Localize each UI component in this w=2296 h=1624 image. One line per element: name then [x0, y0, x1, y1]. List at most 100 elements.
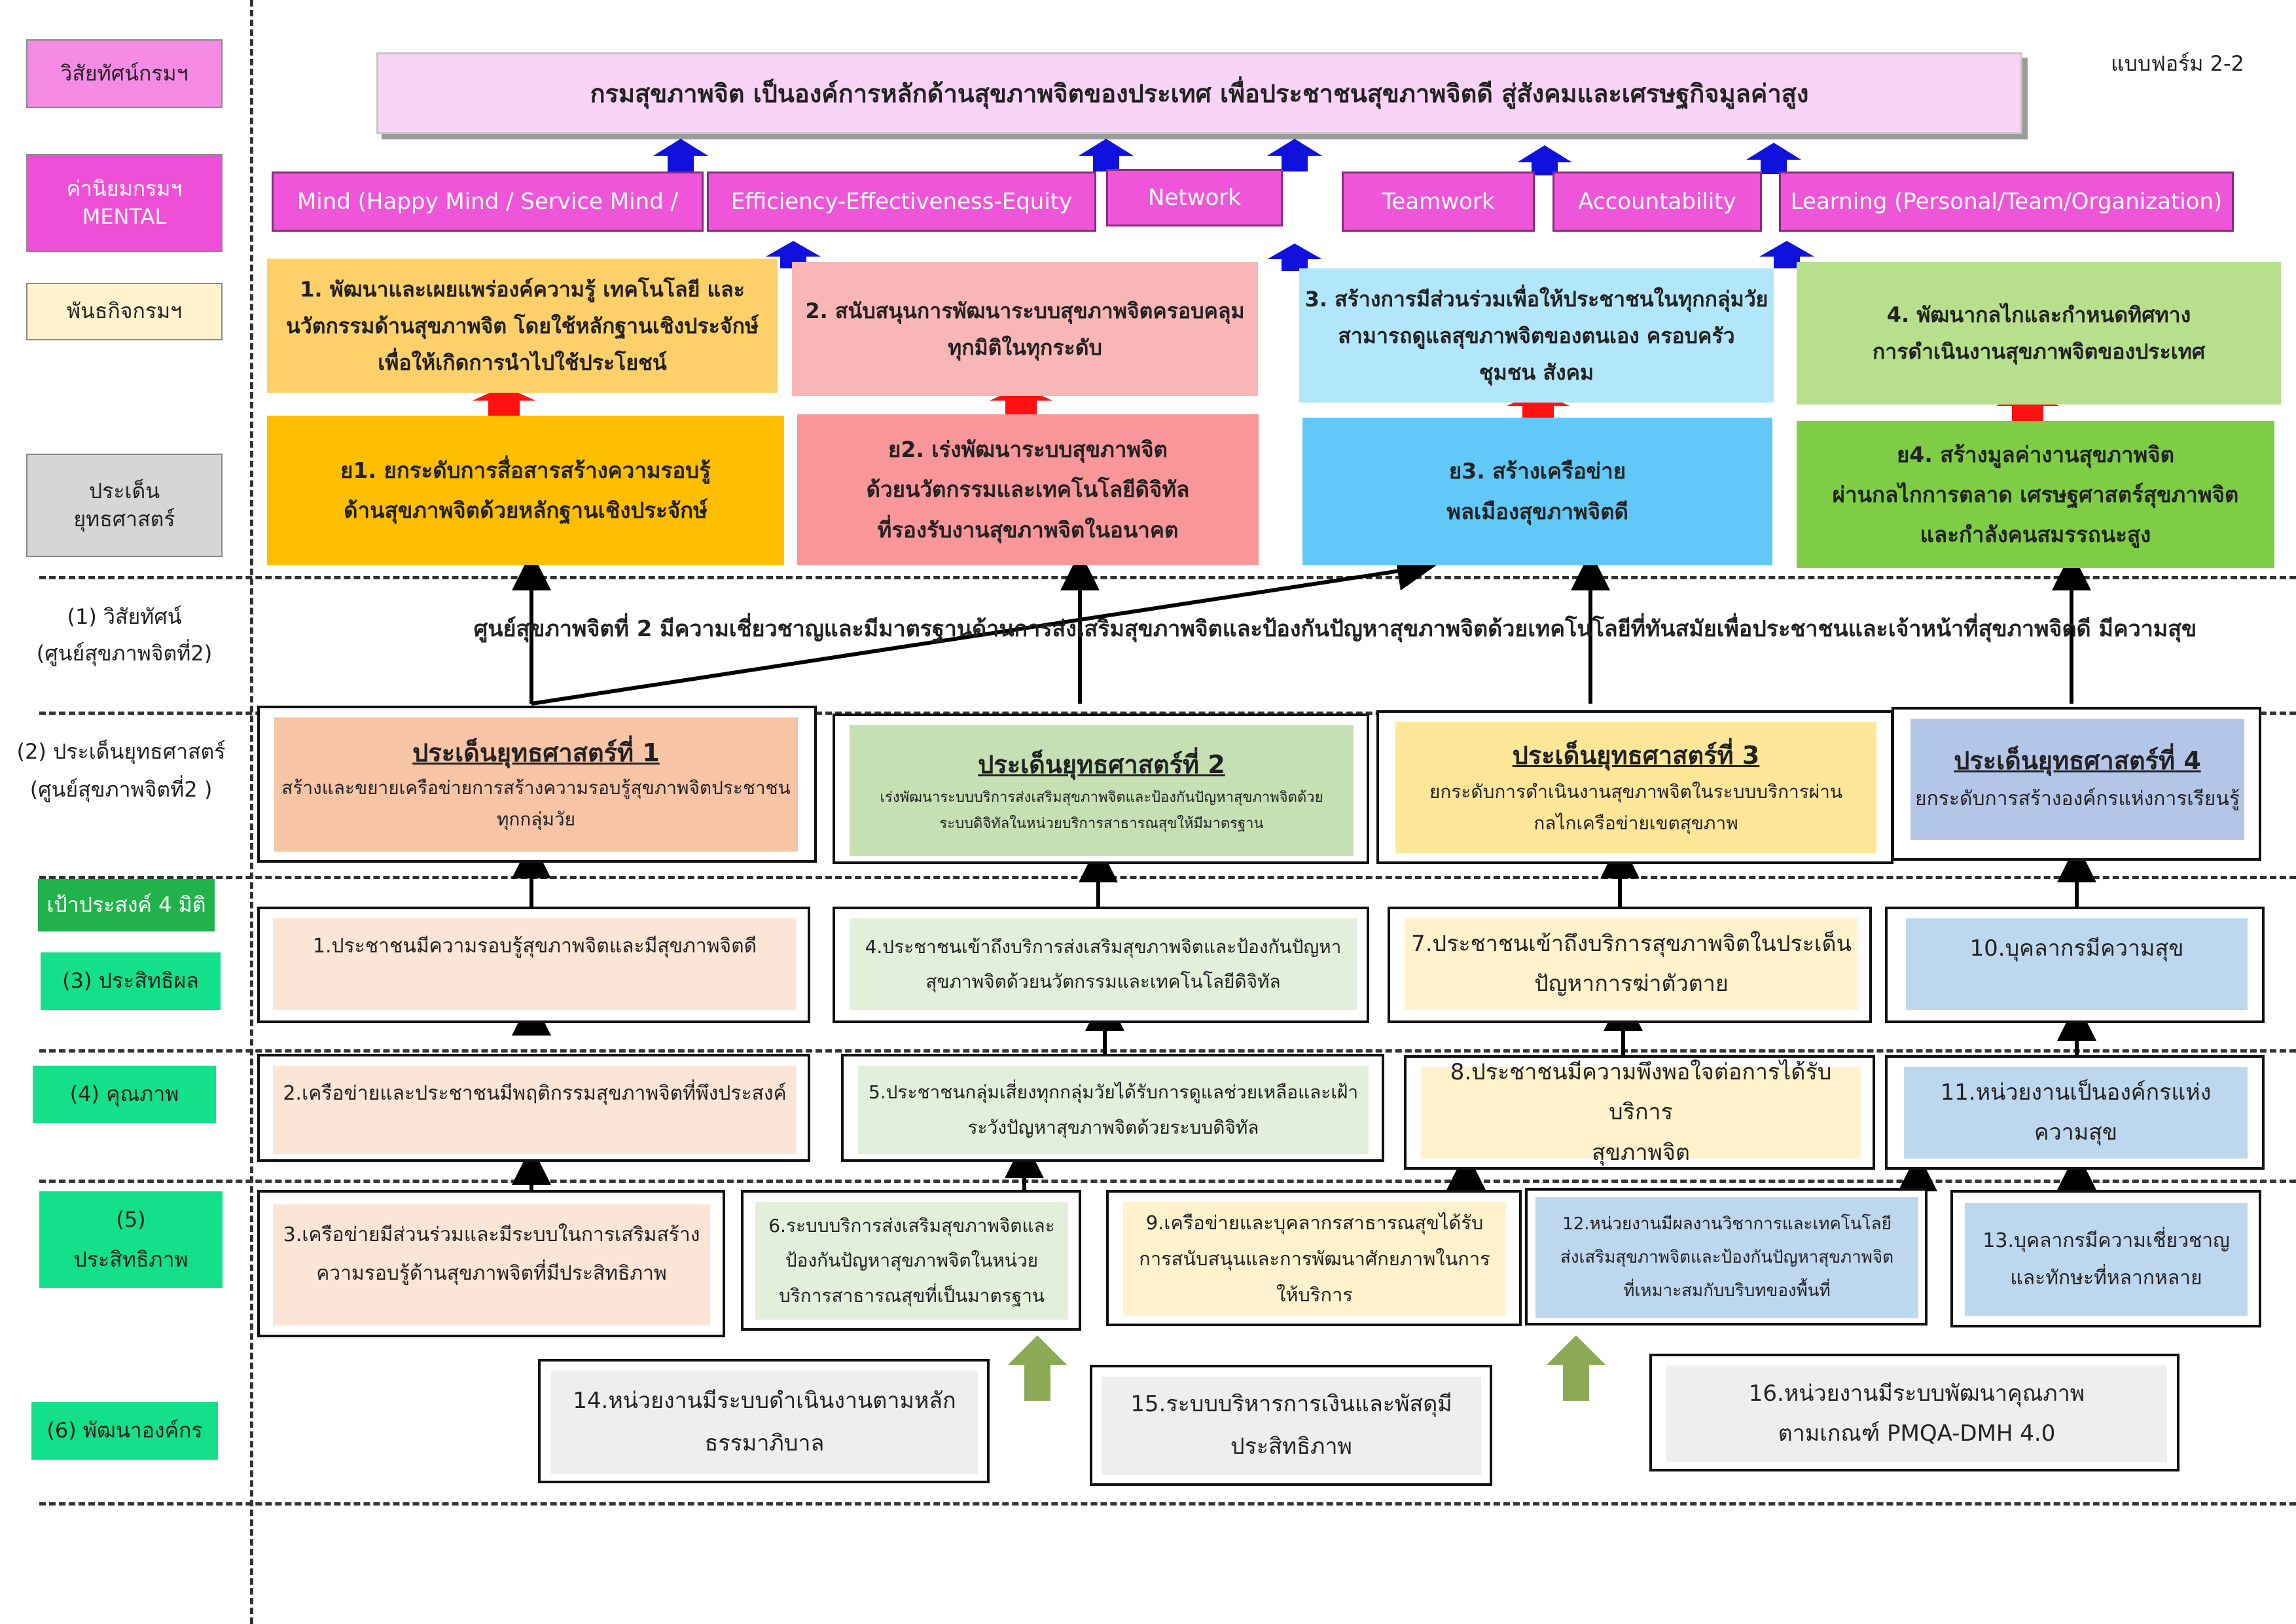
center-strategy-3-card: ประเด็นยุทธศาสตร์ที่ 3 ยกระดับการดำเนินง… — [1395, 722, 1876, 853]
goal-text: 7.ประชาชนเข้าถึงบริการสุขภาพจิตในประเด็น — [1411, 930, 1852, 957]
label-dept-vision: วิสัยทัศน์กรมฯ — [26, 39, 223, 108]
quality-4-card: 11.หน่วยงานเป็นองค์กรแห่ง ความสุข — [1904, 1067, 2248, 1159]
goal-text: ปัญหาการฆ่าตัวตาย — [1534, 971, 1729, 997]
dept-strategy-1: ย1. ยกระดับการสื่อสารสร้างความรอบรู้ ด้า… — [267, 416, 784, 565]
center-vision: ศูนย์สุขภาพจิตที่ 2 มีความเชี่ยวชาญและมี… — [393, 609, 2278, 648]
goal-text: 15.ระบบบริหารการเงินและพัสดุมี — [1130, 1391, 1452, 1418]
strategy-desc: ยกระดับการดำเนินงานสุขภาพจิตในระบบบริการ… — [1429, 780, 1843, 803]
blue-arrow — [653, 139, 708, 171]
org-dev-arrows — [1008, 1335, 1605, 1401]
goal-text: 9.เครือข่ายและบุคลากรสาธารณสุขได้รับ — [1145, 1211, 1484, 1234]
center-strategy-1: ประเด็นยุทธศาสตร์ที่ 1 สร้างและขยายเครือ… — [257, 706, 817, 863]
strategy-desc: ยกระดับการสร้างองค์กรแห่งการเรียนรู้ — [1915, 787, 2240, 811]
label-text: พันธกิจกรมฯ — [66, 298, 183, 324]
center-strategy-4: ประเด็นยุทธศาสตร์ที่ 4 ยกระดับการสร้างอง… — [1892, 707, 2261, 861]
effectiveness-4: 10.บุคลากรมีความสุข — [1885, 907, 2265, 1023]
org-dev-3: 16.หน่วยงานมีระบบพัฒนาคุณภาพ ตามเกณฑ์ PM… — [1649, 1354, 2179, 1471]
mission-line: 4. พัฒนากลไกและกำหนดทิศทาง — [1886, 302, 2191, 327]
value-text: Efficiency-Effectiveness-Equity — [730, 189, 1073, 215]
org-dev-2-card: 15.ระบบบริหารการเงินและพัสดุมี ประสิทธิภ… — [1102, 1377, 1481, 1475]
org-dev-2: 15.ระบบบริหารการเงินและพัสดุมี ประสิทธิภ… — [1090, 1365, 1492, 1486]
effectiveness-3: 7.ประชาชนเข้าถึงบริการสุขภาพจิตในประเด็น… — [1388, 907, 1872, 1023]
strategy-desc: เร่งพัฒนาระบบบริการส่งเสริมสุขภาพจิตและป… — [880, 789, 1323, 806]
efficiency-1: 3.เครือข่ายมีส่วนร่วมและมีระบบในการเสริม… — [257, 1190, 725, 1337]
value-arrows — [653, 139, 1814, 271]
label-text: (5) — [116, 1207, 146, 1233]
strategy-line: ย2. เร่งพัฒนาระบบสุขภาพจิต — [888, 437, 1168, 463]
strategy-desc: กลไกเครือข่ายเขตสุขภาพ — [1534, 812, 1738, 834]
center-vision-text: ศูนย์สุขภาพจิตที่ 2 มีความเชี่ยวชาญและมี… — [473, 616, 2197, 642]
goal-text: 1.ประชาชนมีความรอบรู้สุขภาพจิตและมีสุขภา… — [312, 935, 757, 958]
goal-text: ระวังปัญหาสุขภาพจิตด้วยระบบดิจิทัล — [967, 1116, 1259, 1138]
goal-text: สุขภาพจิต — [1592, 1139, 1690, 1166]
efficiency-2: 6.ระบบบริการส่งเสริมสุขภาพจิตและ ป้องกัน… — [741, 1190, 1081, 1331]
value-text: Learning (Personal/Team/Organization) — [1790, 189, 2223, 215]
divider-line — [39, 876, 2296, 879]
label-quality: (4) คุณภาพ — [33, 1066, 216, 1123]
label-text: (6) พัฒนาองค์กร — [46, 1418, 203, 1443]
label-effectiveness: (3) ประสิทธิผล — [41, 952, 221, 1010]
label-text: วิสัยทัศน์กรมฯ — [60, 60, 188, 86]
goal-text: ความรอบรู้ด้านสุขภาพจิตที่มีประสิทธิภาพ — [316, 1261, 667, 1285]
center-strategy-2: ประเด็นยุทธศาสตร์ที่ 2 เร่งพัฒนาระบบบริก… — [833, 713, 1369, 864]
mission-line: 3. สร้างการมีส่วนร่วมเพื่อให้ประชาชนในทุ… — [1304, 286, 1768, 312]
mission-2: 2. สนับสนุนการพัฒนาระบบสุขภาพจิตครอบคลุม… — [792, 262, 1258, 396]
value-text: Mind (Happy Mind / Service Mind / — [296, 189, 679, 215]
quality-1-card: 2.เครือข่ายและประชาชนมีพฤติกรรมสุขภาพจิต… — [273, 1066, 797, 1154]
label-org-dev: (6) พัฒนาองค์กร — [31, 1402, 218, 1460]
goal-text: บริการสาธารณสุขที่เป็นมาตรฐาน — [778, 1284, 1045, 1307]
org-dev-3-card: 16.หน่วยงานมีระบบพัฒนาคุณภาพ ตามเกณฑ์ PM… — [1666, 1365, 2167, 1462]
mission-4: 4. พัฒนากลไกและกำหนดทิศทาง การดำเนินงานส… — [1797, 262, 2281, 405]
goal-text: และทักษะที่หลากหลาย — [2010, 1267, 2202, 1290]
label-center-strategy: (2) ประเด็นยุทธศาสตร์ (ศูนย์สุขภาพจิตที่… — [16, 723, 226, 818]
divider-line — [39, 1049, 2296, 1053]
dept-strategy-4: ย4. สร้างมูลค่างานสุขภาพจิต ผ่านกลไกการต… — [1797, 421, 2274, 568]
org-dev-1-card: 14.หน่วยงานมีระบบดำเนินงานตามหลัก ธรรมาภ… — [551, 1371, 978, 1474]
effectiveness-2: 4.ประชาชนเข้าถึงบริการส่งเสริมสุขภาพจิตแ… — [833, 907, 1369, 1023]
mission-line: เพื่อให้เกิดการนำไปใช้ประโยชน์ — [378, 350, 667, 375]
divider-line — [39, 712, 2296, 715]
blue-arrow — [1079, 139, 1134, 171]
blue-arrow — [1267, 139, 1322, 171]
strategy-desc: ระบบดิจิทัลในหน่วยบริการสาธารณสุขให้มีมา… — [939, 815, 1264, 832]
goal-text: ที่เหมาะสมกับบริบทของพื้นที่ — [1623, 1280, 1831, 1301]
green-arrow — [1547, 1335, 1605, 1401]
mission-line: ทุกมิติในทุกระดับ — [948, 334, 1102, 360]
strategy-title: ประเด็นยุทธศาสตร์ที่ 1 — [412, 738, 660, 768]
mission-line: สามารถดูแลสุขภาพจิตของตนเอง ครอบครัว — [1338, 323, 1735, 348]
dept-vision-box: กรมสุขภาพจิต เป็นองค์การหลักด้านสุขภาพจิ… — [376, 52, 2022, 134]
mission-1: 1. พัฒนาและเผยแพร่องค์ความรู้ เทคโนโลยี … — [267, 259, 778, 393]
green-arrow — [1008, 1335, 1067, 1401]
label-text: (4) คุณภาพ — [69, 1081, 179, 1107]
dept-strategy-2: ย2. เร่งพัฒนาระบบสุขภาพจิต ด้วยนวัตกรรมแ… — [797, 414, 1259, 565]
goal-text: 12.หน่วยงานมีผลงานวิชาการและเทคโนโลยี — [1562, 1214, 1892, 1235]
strategy-desc: ทุกกลุ่มวัย — [496, 808, 576, 830]
effectiveness-3-card: 7.ประชาชนเข้าถึงบริการสุขภาพจิตในประเด็น… — [1405, 918, 1858, 1010]
form-code: แบบฟอร์ม 2-2 — [2111, 51, 2244, 76]
goal-text: 8.ประชาชนมีความพึงพอใจต่อการได้รับบริการ — [1450, 1059, 1832, 1126]
strategy-line: ย3. สร้างเครือข่าย — [1448, 458, 1626, 484]
quality-3: 8.ประชาชนมีความพึงพอใจต่อการได้รับบริการ… — [1404, 1055, 1875, 1170]
quality-1: 2.เครือข่ายและประชาชนมีพฤติกรรมสุขภาพจิต… — [257, 1054, 810, 1162]
goal-text: 16.หน่วยงานมีระบบพัฒนาคุณภาพ — [1748, 1380, 2085, 1407]
label-text: ยุทธศาสตร์ — [73, 507, 175, 532]
vertical-divider — [250, 0, 253, 1624]
label-text: (1) วิสัยทัศน์ — [67, 604, 182, 629]
strategy-line: ย1. ยกระดับการสื่อสารสร้างความรอบรู้ — [340, 457, 711, 483]
goal-text: ป้องกันปัญหาสุขภาพจิตในหน่วย — [785, 1250, 1039, 1272]
label-text: ประเด็น — [88, 478, 160, 503]
mission-line: การดำเนินงานสุขภาพจิตของประเทศ — [1872, 339, 2206, 364]
label-goal-4: เป้าประสงค์ 4 มิติ — [38, 879, 215, 931]
strategy-line: ผ่านกลไกการตลาด เศรษฐศาสตร์สุขภาพจิต — [1832, 481, 2239, 507]
blue-arrow — [1746, 143, 1801, 174]
strategy-title: ประเด็นยุทธศาสตร์ที่ 4 — [1954, 746, 2201, 775]
mission-line: ชุมชน สังคม — [1479, 359, 1594, 385]
red-arrow — [473, 386, 535, 419]
center-strategy-1-card: ประเด็นยุทธศาสตร์ที่ 1 สร้างและขยายเครือ… — [274, 717, 798, 852]
label-text: MENTAL — [82, 204, 167, 229]
label-center-vision: (1) วิสัยทัศน์ (ศูนย์สุขภาพจิตที่2) — [26, 592, 223, 677]
goal-text: 10.บุคลากรมีความสุข — [1969, 935, 2184, 962]
label-text: ค่านิยมกรมฯ — [66, 175, 183, 201]
efficiency-5-card: 13.บุคลากรมีความเชี่ยวชาญ และทักษะที่หลา… — [1965, 1203, 2248, 1316]
strategy-line: ที่รองรับงานสุขภาพจิตในอนาคต — [877, 516, 1179, 543]
